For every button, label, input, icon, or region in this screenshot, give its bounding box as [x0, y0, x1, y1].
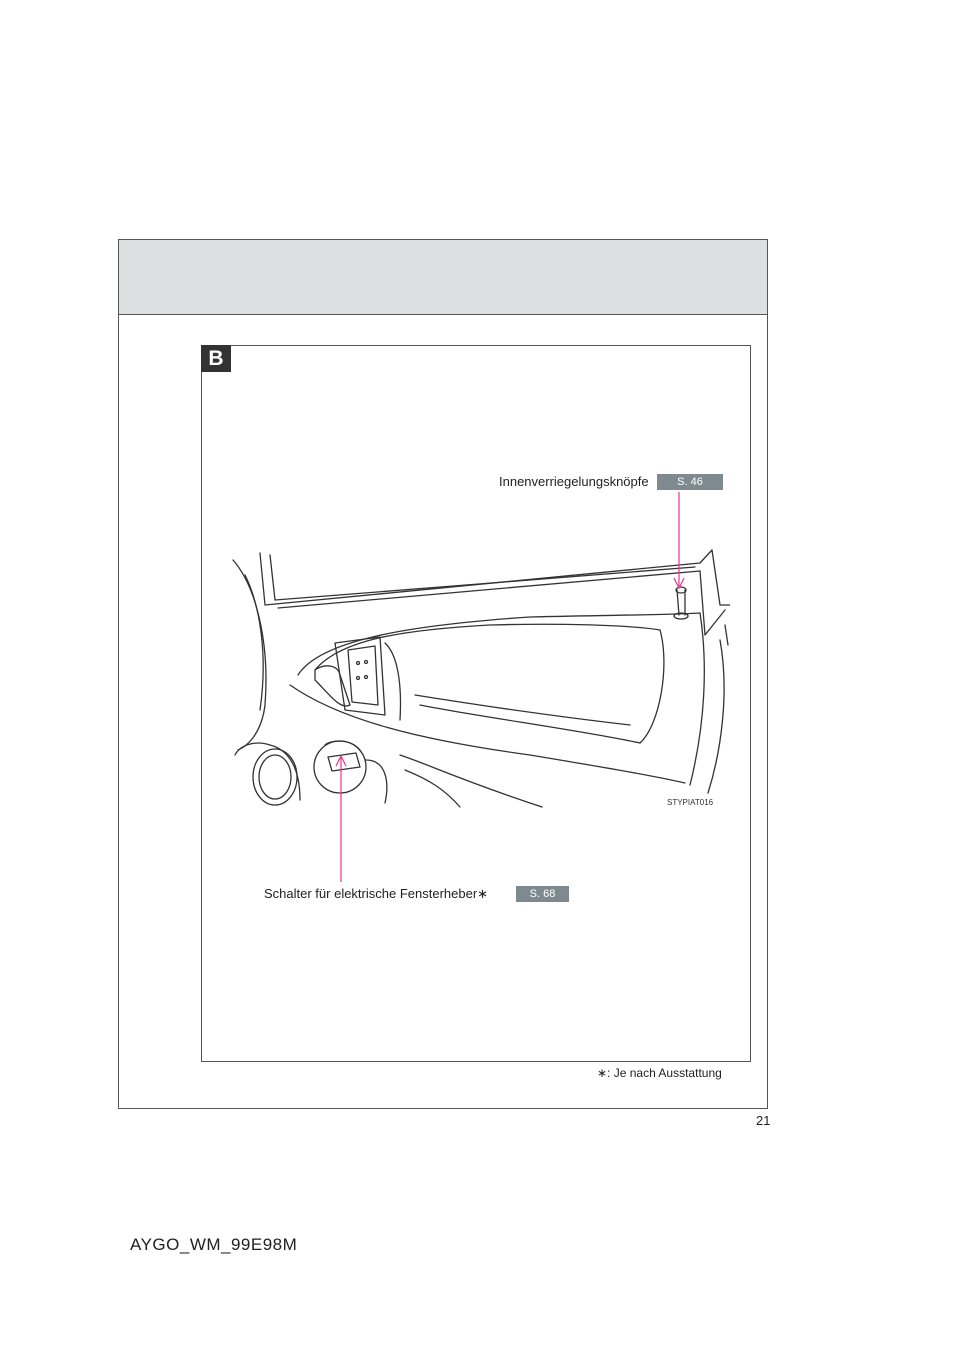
section-tab: B: [201, 345, 231, 372]
page-frame: B: [118, 239, 768, 1109]
callout-label-window-switch: Schalter für elektrische Fensterheber∗: [264, 886, 489, 901]
figure-box: B: [201, 345, 751, 1062]
ref-badge-window-switch[interactable]: S. 68: [516, 886, 569, 902]
door-panel-illustration: [232, 549, 730, 808]
callout-label-lock-knobs: Innenverriegelungsknöpfe: [499, 474, 649, 489]
footnote: ∗: Je nach Ausstattung: [597, 1066, 722, 1080]
ref-badge-lock-knobs[interactable]: S. 46: [657, 474, 723, 490]
header-band: [119, 240, 767, 315]
image-code: STYPIAT016: [667, 798, 714, 807]
document-code: AYGO_WM_99E98M: [130, 1235, 298, 1254]
page-number: 21: [756, 1113, 771, 1128]
